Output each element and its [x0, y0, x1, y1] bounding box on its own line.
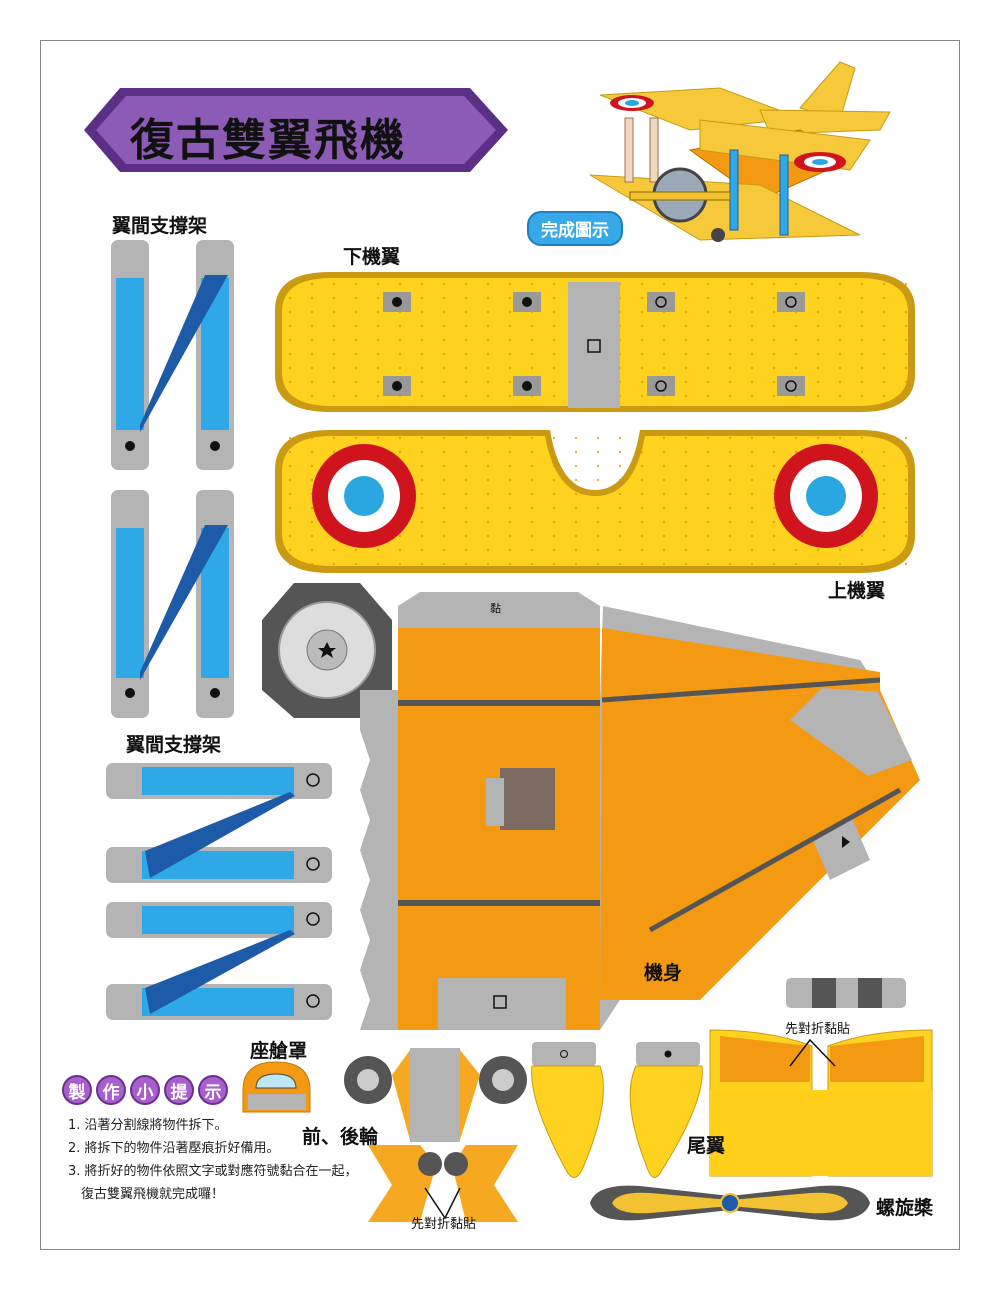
paper-sheet [40, 40, 960, 1250]
fuselage-piece [262, 583, 920, 1030]
title-banner [84, 88, 508, 172]
callout-glue-first-wheels: 先對折黏貼 [411, 1217, 477, 1232]
callout-pointer-tail [789, 1038, 836, 1067]
tip-item: 2. 將拆下的物件沿著壓痕折好備用。 [68, 1141, 280, 1156]
tail-piece-left [531, 1042, 604, 1178]
complete-badge: 完成圖示 [527, 211, 623, 246]
glue-tab-label: 黏 [490, 602, 501, 615]
cockpit-cover-piece [242, 1061, 311, 1113]
callout-pointer-wheels [424, 1187, 461, 1220]
label-tail: 尾翼 [687, 1135, 726, 1157]
tips-heading-char: 作 [96, 1075, 126, 1105]
star-strip-piece [786, 978, 906, 1008]
wheels-piece [344, 1048, 527, 1222]
lower-wing-piece [275, 272, 915, 412]
propeller-piece [590, 1185, 870, 1221]
tips-list: 1. 沿著分割線將物件拆下。 2. 將拆下的物件沿著壓痕折好備用。 3. 將折好… [68, 1114, 358, 1206]
tips-heading-char: 提 [164, 1075, 194, 1105]
tips-heading-char: 小 [130, 1075, 160, 1105]
tips-heading-char: 示 [198, 1075, 228, 1105]
upper-wing-piece [275, 430, 915, 573]
label-strut-top: 翼間支撐架 [112, 215, 208, 237]
strut-set-horizontal-1 [106, 763, 332, 883]
label-propeller: 螺旋槳 [876, 1197, 934, 1219]
callout-glue-first-tail: 先對折黏貼 [785, 1022, 851, 1037]
tips-heading-char: 製 [62, 1075, 92, 1105]
strut-set-vertical-2 [111, 490, 234, 718]
label-lower-wing: 下機翼 [343, 246, 401, 268]
label-strut-bottom: 翼間支撐架 [126, 734, 222, 756]
label-upper-wing: 上機翼 [828, 580, 886, 602]
tip-item: 3. 將折好的物件依照文字或對應符號黏合在一起， [68, 1164, 358, 1179]
label-wheels: 前、後輪 [302, 1126, 379, 1148]
tips-heading: 製 作 小 提 示 [62, 1075, 228, 1105]
tail-piece-right [629, 1042, 703, 1178]
tip-item: 復古雙翼飛機就完成囉！ [68, 1187, 225, 1202]
label-cockpit-cover: 座艙罩 [250, 1040, 308, 1062]
label-fuselage: 機身 [644, 962, 683, 984]
strut-set-vertical-1 [111, 240, 234, 470]
strut-set-horizontal-2 [106, 902, 332, 1020]
tail-piece-main [709, 1029, 933, 1177]
page-title: 復古雙翼飛機 [130, 115, 406, 166]
tip-item: 1. 沿著分割線將物件拆下。 [68, 1118, 228, 1133]
biplane-illustration [589, 61, 891, 242]
